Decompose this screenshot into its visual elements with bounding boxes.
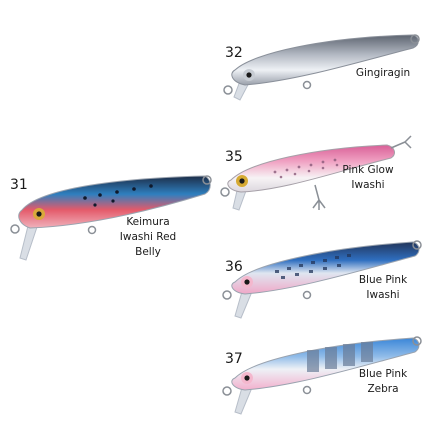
lure-32-image xyxy=(223,34,420,101)
lure-36-spots xyxy=(275,254,351,279)
lure-32-name: Gingiragin xyxy=(355,67,411,79)
lure-37-number: 37 xyxy=(225,351,243,367)
lure-37-bars xyxy=(307,342,373,372)
lure-37-image xyxy=(222,336,422,415)
lure-32-number: 32 xyxy=(225,45,243,61)
lure-35-belly-hook xyxy=(312,184,326,210)
lure-36-image xyxy=(222,240,422,319)
lure-31-name: Keimura Iwashi Red Belly xyxy=(119,216,177,258)
lure-36-name: Blue Pink Iwashi xyxy=(358,274,408,301)
lure-35-number: 35 xyxy=(225,149,243,165)
lure-35-spots xyxy=(273,158,339,179)
lure-31-number: 31 xyxy=(10,177,28,193)
lure-36-number: 36 xyxy=(225,259,243,275)
lure-35-image xyxy=(220,135,412,211)
lure-37-name: Blue Pink Zebra xyxy=(358,368,408,395)
lure-35-rear-hook xyxy=(390,135,412,149)
lure-31-image xyxy=(10,175,212,261)
lure-31-spots xyxy=(83,184,153,207)
lure-35-name: Pink Glow Iwashi xyxy=(342,164,394,191)
